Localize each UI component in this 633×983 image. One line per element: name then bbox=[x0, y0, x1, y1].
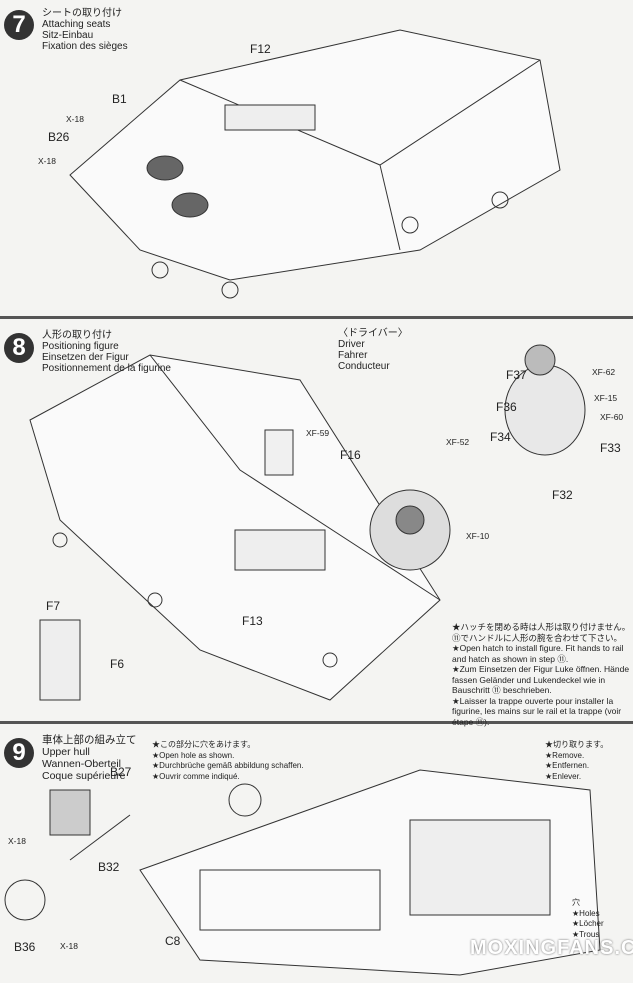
watermark: MOXINGFANS.COM bbox=[470, 937, 633, 959]
note-en: ★Holes bbox=[572, 908, 600, 918]
part-label: F13 bbox=[242, 614, 263, 628]
part-label: F33 bbox=[600, 441, 621, 455]
note-ja: ★切り取ります。 bbox=[545, 740, 609, 749]
note-ja: ★この部分に穴をあけます。 bbox=[152, 740, 256, 749]
paint-label: XF-60 bbox=[600, 412, 624, 422]
title-fr: Fixation des sièges bbox=[42, 41, 128, 52]
part-label: F16 bbox=[340, 448, 361, 462]
title-fr: Positionnement de la figurine bbox=[42, 363, 171, 374]
title-ja: 車体上部の組み立て bbox=[42, 734, 137, 746]
note-de: ★Löcher bbox=[572, 919, 604, 928]
part-label: B36 bbox=[14, 940, 36, 954]
part-label: F6 bbox=[110, 657, 125, 671]
part-label: B1 bbox=[112, 92, 127, 106]
note-fr: ★Ouvrir comme indiqué. bbox=[152, 771, 240, 781]
paint-label: X-18 bbox=[38, 156, 56, 166]
divider bbox=[0, 316, 633, 319]
paint-label: X-18 bbox=[8, 836, 26, 846]
paint-label: XF-62 bbox=[592, 367, 616, 377]
note-de: ★Durchbrüche gemäß abbildung schaffen. bbox=[152, 761, 304, 770]
title-en: Attaching seats bbox=[42, 19, 111, 30]
note-de: ★Zum Einsetzen der Figur Luke öffnen. Hä… bbox=[452, 664, 630, 695]
note-en: ★Open hatch to install figure. Fit hands… bbox=[452, 643, 624, 664]
note-en: ★Remove. bbox=[545, 750, 585, 760]
title-de: Sitz-Einbau bbox=[42, 30, 94, 41]
part-label: F12 bbox=[250, 42, 271, 56]
step9-hull-drawing bbox=[4, 769, 601, 976]
paint-label: XF-59 bbox=[306, 428, 330, 438]
note-en: ★Open hole as shown. bbox=[152, 750, 235, 760]
title-ja: 人形の取り付け bbox=[42, 330, 112, 341]
figure-ja: 〈ドライバー〉 bbox=[338, 328, 408, 339]
note-fr: ★Trous bbox=[572, 929, 600, 939]
remove-note: ★切り取ります。 ★Remove. ★Entfernen. ★Enlever. bbox=[545, 740, 608, 782]
note-ja: ★ハッチを閉める時は人形は取り付けません。⑪でハンドルに人形の腕を合わせて下さい… bbox=[452, 622, 631, 643]
note-fr: ★Enlever. bbox=[545, 771, 582, 781]
title-fr: Coque supérieure bbox=[42, 770, 126, 782]
title-de: Wannen-Oberteil bbox=[42, 758, 121, 770]
figure-en: Driver bbox=[338, 339, 365, 350]
paint-label: X-18 bbox=[66, 114, 84, 124]
title-en: Upper hull bbox=[42, 746, 90, 758]
part-label: F7 bbox=[46, 599, 61, 613]
note-fr: ★Laisser la trappe ouverte pour installe… bbox=[452, 695, 622, 727]
part-label: B26 bbox=[48, 130, 70, 144]
step-title: 人形の取り付け Positioning figure Einsetzen der… bbox=[42, 330, 171, 374]
figure-fr: Conducteur bbox=[338, 361, 390, 372]
note-de: ★Entfernen. bbox=[545, 761, 590, 770]
part-label: B27 bbox=[110, 765, 132, 779]
paint-label: XF-52 bbox=[446, 437, 470, 447]
part-label: C8 bbox=[165, 934, 181, 948]
title-ja: シートの取り付け bbox=[42, 8, 122, 19]
hole-note: ★この部分に穴をあけます。 ★Open hole as shown. ★Durc… bbox=[152, 740, 304, 782]
title-en: Positioning figure bbox=[42, 341, 119, 352]
part-label: F37 bbox=[506, 368, 527, 382]
step-number: 8 bbox=[4, 333, 34, 363]
note-ja: 穴 bbox=[572, 898, 580, 907]
step-number: 9 bbox=[4, 738, 34, 768]
divider bbox=[0, 721, 633, 724]
step7-hull-drawing bbox=[69, 29, 561, 299]
paint-label: XF-15 bbox=[594, 393, 618, 403]
part-label: F32 bbox=[552, 488, 573, 502]
part-label: B32 bbox=[98, 860, 120, 874]
step-number: 7 bbox=[4, 10, 34, 40]
figure-de: Fahrer bbox=[338, 350, 368, 361]
paint-label: XF-10 bbox=[466, 531, 490, 541]
part-label: F34 bbox=[490, 430, 511, 444]
figure-note: ★ハッチを閉める時は人形は取り付けません。⑪でハンドルに人形の腕を合わせて下さい… bbox=[452, 622, 632, 727]
step8-hull-drawing bbox=[29, 344, 586, 701]
paint-label: X-18 bbox=[60, 941, 78, 951]
holes-note: 穴 ★Holes ★Löcher ★Trous bbox=[572, 898, 604, 940]
part-label: F36 bbox=[496, 400, 517, 414]
title-de: Einsetzen der Figur bbox=[42, 352, 129, 363]
figure-label: 〈ドライバー〉 Driver Fahrer Conducteur bbox=[338, 328, 408, 372]
step-title: 車体上部の組み立て Upper hull Wannen-Oberteil Coq… bbox=[42, 734, 137, 782]
step-title: シートの取り付け Attaching seats Sitz-Einbau Fix… bbox=[42, 8, 128, 52]
